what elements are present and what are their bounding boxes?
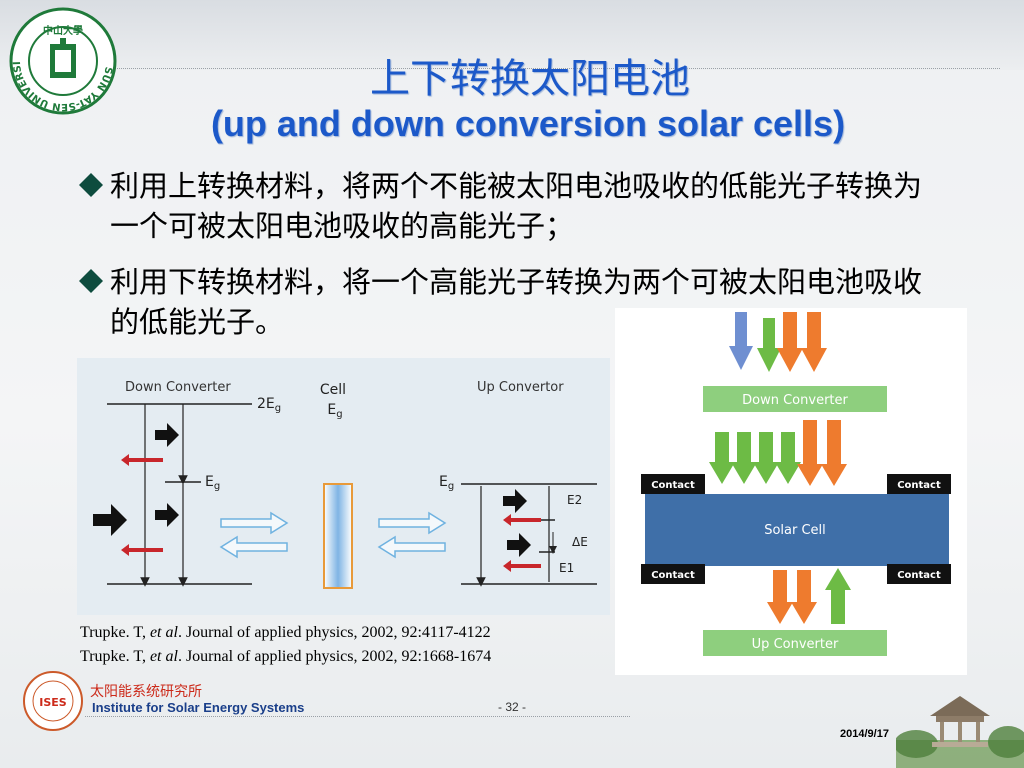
green-up-arrow-icon <box>825 568 851 624</box>
header-divider <box>110 68 1000 69</box>
e2-label: E2 <box>567 493 582 507</box>
delta-e-label: ΔE <box>572 535 588 549</box>
hollow-arrow-icon <box>378 511 447 535</box>
contact-label: Contact <box>897 570 941 581</box>
contact-pad <box>641 564 705 584</box>
contact-pad <box>887 564 951 584</box>
page-title-en: (up and down conversion solar cells) <box>210 103 846 144</box>
logo-center-text: 中山大學 <box>43 24 83 37</box>
bullet-text: 利用上转换材料，将两个不能被太阳电池吸收的低能光子转换为一个可被太阳电池吸收的高… <box>110 169 923 243</box>
down-converter-label: Down Converter <box>125 380 231 395</box>
emission-arrow-icon <box>121 544 163 556</box>
institute-name-cn: 太阳能系统研究所 <box>90 684 202 700</box>
orange-photon-arrow-icon <box>797 420 823 486</box>
cell-slab <box>323 483 353 589</box>
green-photon-arrow-icon <box>757 318 781 372</box>
eg-label-left: Eg <box>205 474 220 492</box>
bullet-item-downconversion: 利用下转换材料，将一个高能光子转换为两个可被太阳电池吸收的低能光子。 <box>78 262 948 342</box>
e1-label: E1 <box>559 561 574 575</box>
institute-name-en: Institute for Solar Energy Systems <box>92 700 305 715</box>
reference-2: Trupke. T, et al. Journal of applied phy… <box>80 648 492 665</box>
footer-divider <box>85 716 630 717</box>
photon-arrow-icon <box>155 503 179 527</box>
hollow-arrow-icon <box>220 511 289 535</box>
diamond-bullet-icon <box>79 269 103 293</box>
cell-label: Cell <box>320 382 346 398</box>
up-converter-layer <box>703 630 887 656</box>
down-converter-layer <box>703 386 887 412</box>
emission-arrow-icon <box>121 454 163 466</box>
reference-1: Trupke. T, et al. Journal of applied phy… <box>80 624 491 641</box>
cell-eg-label: Eg <box>327 402 342 420</box>
contact-pad <box>641 474 705 494</box>
solar-cell-layer <box>645 494 949 566</box>
bullet-item-upconversion: 利用上转换材料，将两个不能被太阳电池吸收的低能光子转换为一个可被太阳电池吸收的高… <box>78 166 948 246</box>
orange-photon-arrow-icon <box>821 420 847 486</box>
emission-arrow-icon <box>503 514 541 526</box>
contact-label: Contact <box>897 480 941 491</box>
hollow-arrow-icon <box>377 535 446 559</box>
energy-level-figure: Down Converter 2Eg Eg Cell Eg Up Convert… <box>77 358 610 615</box>
orange-photon-arrow-icon <box>777 312 803 372</box>
green-photon-arrow-icon <box>709 432 735 484</box>
ises-badge-text: ISES <box>39 696 67 709</box>
blue-photon-arrow-icon <box>729 312 753 370</box>
page-number: - 32 - <box>498 700 527 714</box>
green-photon-arrow-icon <box>731 432 757 484</box>
bullet-text: 利用下转换材料，将一个高能光子转换为两个可被太阳电池吸收的低能光子。 <box>110 265 923 339</box>
page-title-cn: 上下转换太阳电池 <box>370 56 690 102</box>
pavilion-decoration <box>896 696 1024 768</box>
photon-arrow-icon <box>93 504 127 536</box>
orange-photon-arrow-icon <box>791 570 817 624</box>
eg-label-right: Eg <box>439 474 454 492</box>
converter-stack-figure: Down Converter Solar Cell Contact Contac… <box>615 308 967 675</box>
green-photon-arrow-icon <box>775 432 801 484</box>
orange-photon-arrow-icon <box>767 570 793 624</box>
up-converter-text: Up Converter <box>752 637 839 652</box>
ises-logo: ISES <box>23 671 83 731</box>
emission-arrow-icon <box>503 560 541 572</box>
contact-label: Contact <box>651 570 695 581</box>
slide-date: 2014/9/17 <box>840 728 889 740</box>
photon-arrow-icon <box>503 489 527 513</box>
hollow-arrow-icon <box>219 535 288 559</box>
contact-label: Contact <box>651 480 695 491</box>
solar-cell-text: Solar Cell <box>764 523 826 538</box>
photon-arrow-icon <box>507 533 531 557</box>
university-logo: SUN YAT-SEN UNIVERSITY 中山大學 <box>8 6 117 115</box>
up-converter-label: Up Convertor <box>477 380 564 395</box>
header-band <box>0 0 1024 70</box>
down-converter-text: Down Converter <box>742 393 848 408</box>
two-eg-label: 2Eg <box>257 396 281 414</box>
photon-arrow-icon <box>155 423 179 447</box>
diamond-bullet-icon <box>79 173 103 197</box>
contact-pad <box>887 474 951 494</box>
green-photon-arrow-icon <box>753 432 779 484</box>
orange-photon-arrow-icon <box>801 312 827 372</box>
